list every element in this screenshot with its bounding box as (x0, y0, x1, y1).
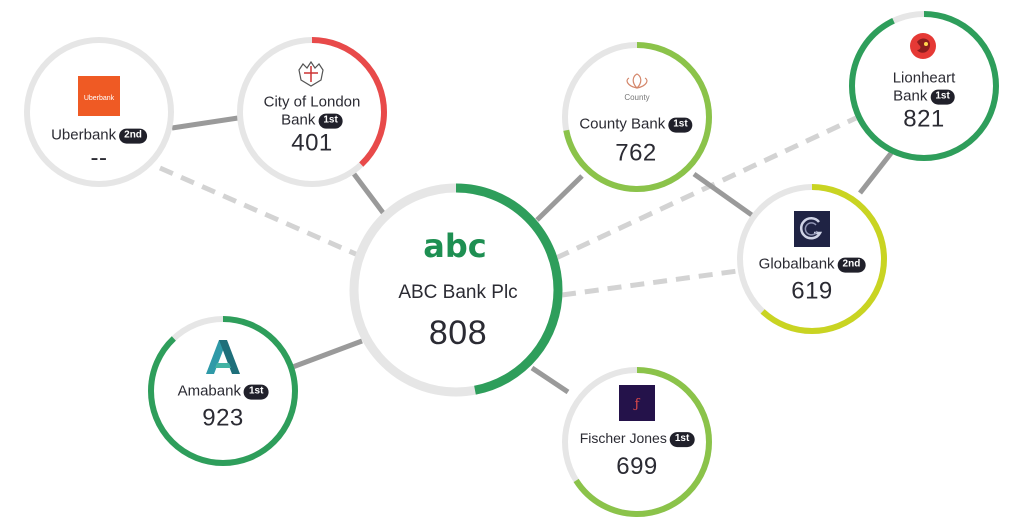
node-city-of-london-progress-arc (237, 37, 387, 187)
county-lotus-logo: County (624, 73, 650, 102)
node-name: Fischer Jones (579, 430, 667, 447)
svg-text:ƒ: ƒ (633, 397, 641, 412)
node-name-line1: City of London (263, 93, 361, 111)
lionheart-logo (910, 33, 936, 59)
node-name-line1: Lionheart (892, 69, 956, 87)
degree-badge: 2nd (837, 257, 866, 273)
link-abc-county (535, 174, 584, 222)
uberbank-logo: Uberbank (78, 76, 120, 116)
node-county-bank-progress-arc (562, 42, 712, 192)
svg-text:County: County (624, 93, 649, 102)
node-score: 401 (291, 129, 333, 157)
links (158, 115, 894, 395)
node-score: 762 (615, 139, 657, 167)
main-node-label: ABC Bank Plc 808 (398, 282, 517, 354)
link-county-globalbank (692, 171, 758, 221)
node-name: County Bank (579, 115, 666, 133)
link-city-abc (352, 172, 386, 216)
globalbank-logo (794, 211, 830, 247)
node-city-of-london-ring[interactable] (237, 37, 387, 187)
main-node-name: ABC Bank Plc (398, 282, 518, 304)
main-node-progress-arc (349, 183, 563, 397)
degree-badge: 1st (669, 432, 695, 448)
svg-text:Uberbank: Uberbank (84, 95, 115, 102)
amabank-logo (206, 340, 240, 374)
node-amabank-ring[interactable] (148, 316, 298, 466)
dashed-link-uberbank-abc (158, 165, 360, 258)
main-node-score: 808 (428, 314, 488, 352)
node-score: 923 (202, 404, 244, 432)
city-of-london-crest (298, 60, 324, 87)
fischer-jones-logo: ƒ (619, 385, 655, 421)
svg-text:abc: abc (423, 227, 486, 265)
node-fischer-jones-progress-arc (562, 367, 712, 517)
node-score: 699 (616, 453, 658, 481)
link-amabank-abc (289, 338, 363, 371)
node-lionheart-ring[interactable] (849, 11, 999, 161)
node-county-bank-ring[interactable] (562, 42, 712, 192)
degree-badge: 1st (318, 113, 343, 129)
node-globalbank-progress-arc (737, 184, 887, 334)
node-score: -- (90, 144, 108, 172)
link-uberbank-city (171, 115, 239, 131)
node-name: Amabank (177, 382, 241, 400)
degree-badge: 1st (930, 89, 955, 105)
node-name: Uberbank (51, 126, 117, 144)
node-name-line2: Bank (281, 111, 316, 129)
abc-bank-logo: abc (423, 227, 486, 265)
node-score: 821 (903, 105, 945, 133)
degree-badge: 2nd (119, 128, 147, 144)
node-score: 619 (791, 277, 833, 305)
node-name-line2: Bank (893, 87, 928, 105)
node-amabank-progress-arc (148, 316, 298, 466)
node-lionheart-progress-arc (849, 11, 999, 161)
dashed-link-abc-globalbank (561, 267, 746, 298)
node-globalbank-ring[interactable] (737, 184, 887, 334)
logos: Uberbank County ƒ (78, 33, 936, 421)
main-node-ring[interactable] (349, 183, 563, 397)
link-globalbank-lionheart (858, 150, 894, 195)
link-abc-fischer (530, 365, 570, 395)
node-name: Globalbank (758, 255, 835, 273)
degree-badge: 1st (243, 384, 269, 400)
degree-badge: 1st (668, 117, 693, 133)
node-fischer-jones-ring[interactable] (562, 367, 712, 517)
dashed-link-abc-lionheart (554, 115, 858, 261)
